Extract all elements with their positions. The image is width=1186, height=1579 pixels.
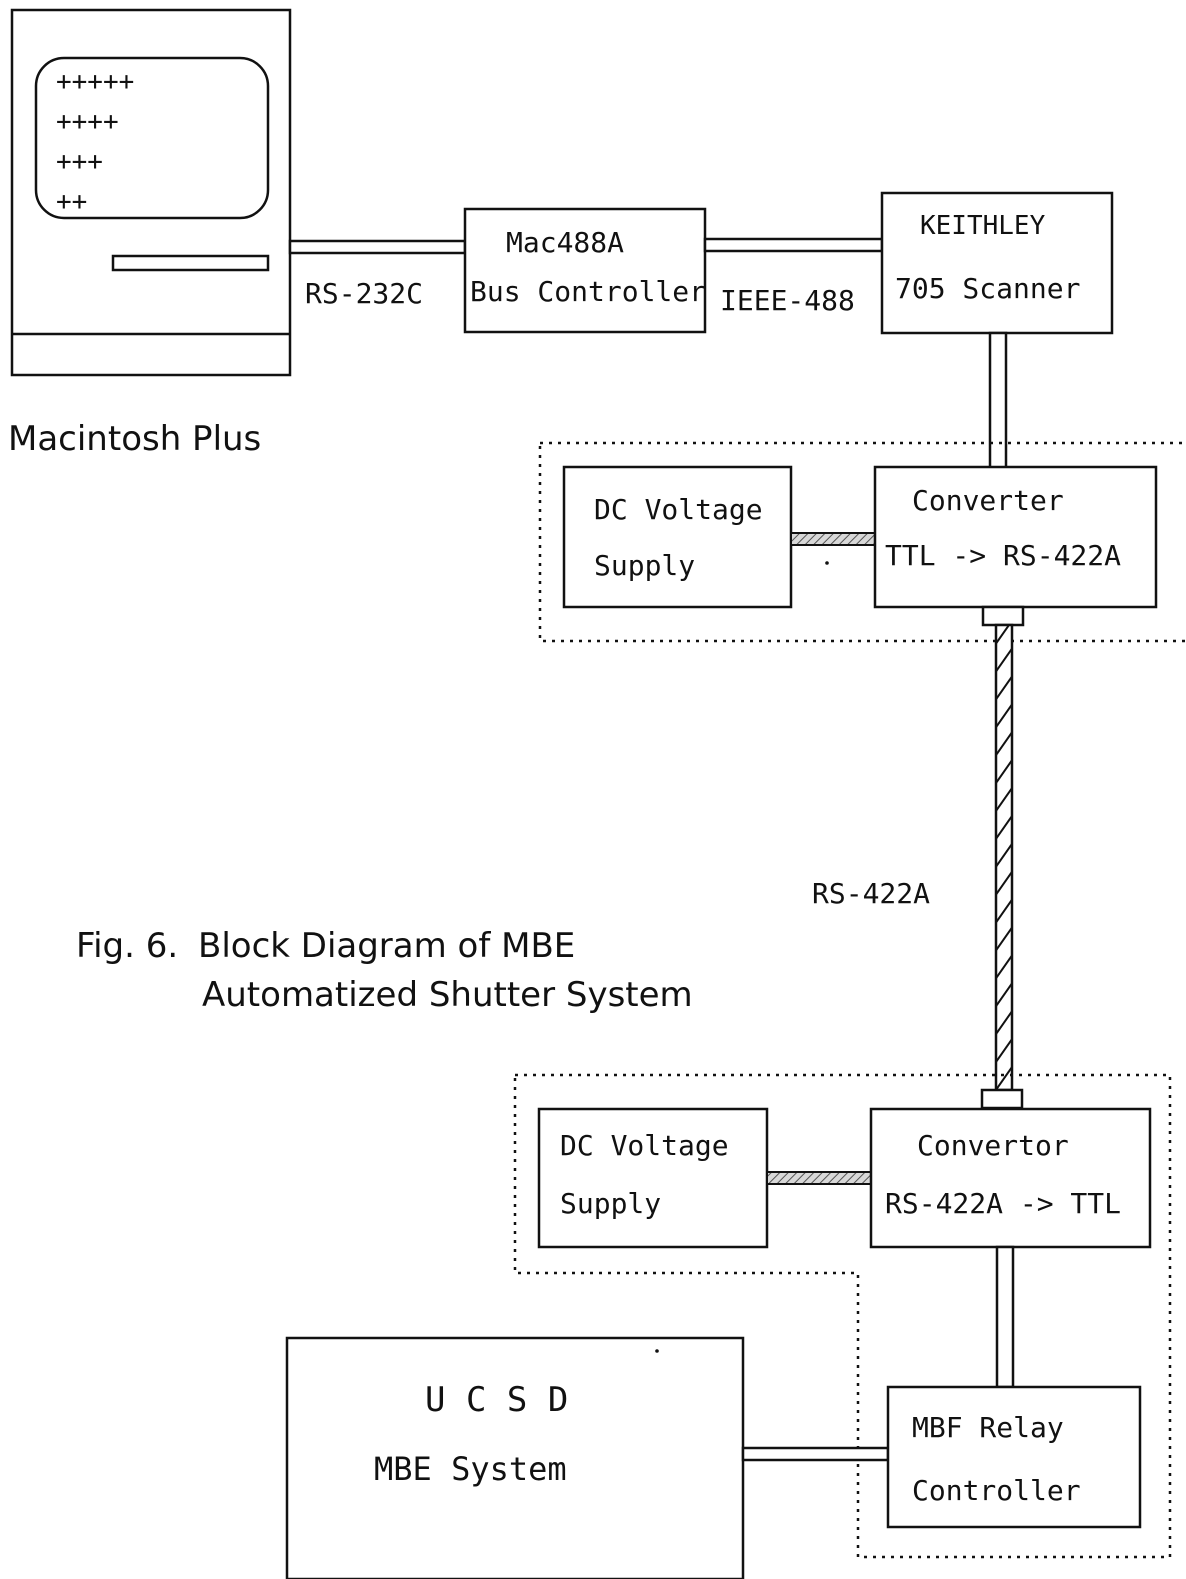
rs232-cable [290, 241, 465, 253]
supply-bottom-subtitle: Supply [560, 1187, 661, 1220]
converter-relay-cable [997, 1247, 1013, 1387]
converter-top-subtitle: TTL -> RS-422A [885, 539, 1121, 572]
rs232-label: RS-232C [305, 277, 423, 310]
macintosh-computer: +++++ ++++ +++ ++ [12, 10, 290, 375]
speck [825, 561, 829, 565]
mbe-system-title: U C S D [425, 1380, 568, 1420]
computer-caption: Macintosh Plus [8, 419, 261, 459]
connector-bottom [982, 1090, 1022, 1108]
scanner-converter-cable [990, 333, 1006, 468]
mbe-system-block: U C S D MBE System [287, 1338, 743, 1579]
ieee488-cable [705, 239, 882, 251]
ieee488-label: IEEE-488 [720, 284, 855, 317]
screen-row: ++++ [56, 107, 119, 137]
supply-top-title: DC Voltage [594, 493, 763, 526]
speck [655, 1349, 659, 1353]
figure-title-line2: Automatized Shutter System [202, 975, 693, 1015]
converter-top-block: Converter TTL -> RS-422A [875, 467, 1156, 607]
screen-row: +++++ [56, 67, 134, 97]
bus-controller-title: Mac488A [506, 226, 624, 259]
figure-caption: Fig. 6. Block Diagram of MBE Automatized… [76, 926, 693, 1015]
figure-label: Fig. 6. [76, 926, 178, 966]
screen-row: +++ [56, 147, 103, 177]
supply-top-subtitle: Supply [594, 549, 695, 582]
supply-bottom-block: DC Voltage Supply [539, 1109, 767, 1247]
screen-row: ++ [56, 187, 87, 217]
floppy-slot [113, 256, 268, 270]
converter-top-title: Converter [912, 484, 1064, 517]
mbe-system-subtitle: MBE System [374, 1450, 567, 1488]
scanner-title: KEITHLEY [920, 211, 1046, 241]
mbe-relay-cable [743, 1448, 888, 1460]
bus-controller-subtitle: Bus Controller [470, 275, 706, 308]
converter-bottom-title: Convertor [917, 1129, 1069, 1162]
relay-controller-title: MBF Relay [912, 1411, 1064, 1444]
converter-bottom-subtitle: RS-422A -> TTL [885, 1187, 1121, 1220]
scanner-subtitle: 705 Scanner [895, 272, 1080, 305]
relay-controller-subtitle: Controller [912, 1474, 1081, 1507]
rs422-label: RS-422A [812, 877, 930, 910]
supply-bottom-title: DC Voltage [560, 1129, 729, 1162]
relay-controller-block: MBF Relay Controller [888, 1387, 1140, 1527]
connector-top [983, 607, 1023, 625]
power-cable-top [791, 533, 875, 545]
power-cable-bottom [767, 1172, 871, 1184]
scanner-block: KEITHLEY 705 Scanner [882, 193, 1112, 333]
rs422-cable [996, 625, 1012, 1090]
converter-bottom-block: Convertor RS-422A -> TTL [871, 1109, 1150, 1247]
supply-top-block: DC Voltage Supply [564, 467, 791, 607]
bus-controller-block: Mac488A Bus Controller [465, 209, 706, 332]
figure-title-line1: Block Diagram of MBE [198, 926, 575, 966]
